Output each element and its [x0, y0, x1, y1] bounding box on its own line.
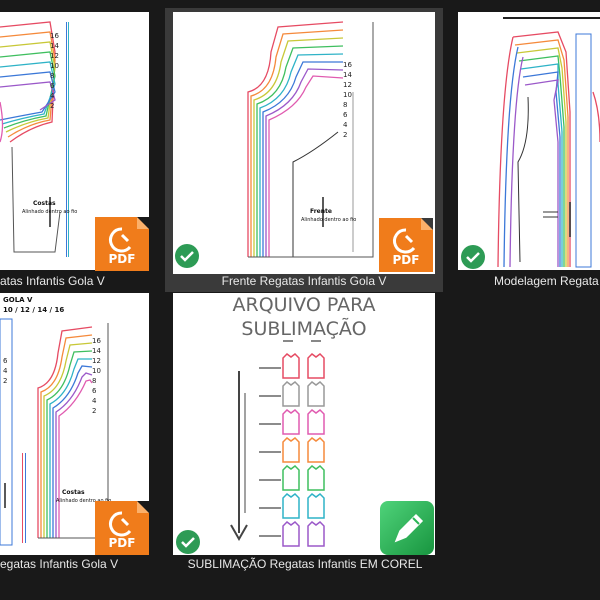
file-name-label: Frente Regatas Infantis Gola V [221, 274, 387, 288]
sublimation-layout-drawing [230, 340, 325, 547]
file-tile-modelagem[interactable]: Modelagem Regata [455, 0, 600, 295]
pattern-drawing-regatas [0, 318, 109, 546]
file-name-label: SUBLIMAÇÃO Regatas Infantis EM COREL [187, 557, 423, 571]
pattern-drawing-front [247, 21, 374, 258]
file-name-label: Modelagem Regata [494, 274, 599, 288]
pattern-header-2: 10 / 12 / 14 / 16 [3, 306, 65, 314]
pattern-drawing-back [0, 21, 69, 257]
back-sublabel: Alinhado dentro ao fio [56, 498, 112, 504]
synced-check-icon [176, 530, 200, 554]
coreldraw-pencil-icon [380, 501, 434, 555]
front-label: Frente [310, 208, 332, 215]
back-label: Costas [62, 489, 85, 496]
pdf-icon: PDF [379, 218, 433, 272]
sublimation-title-line-2: SUBLIMAÇÃO [241, 318, 367, 340]
synced-check-icon [461, 245, 485, 269]
thumbnail-modelagem [458, 12, 600, 270]
sublimation-title-line-1: ARQUIVO PARA [232, 294, 376, 316]
pdf-icon: PDF [95, 501, 149, 555]
file-name-label: atas Infantis Gola V [0, 274, 105, 288]
front-sublabel: Alinhado dentro ao fio [301, 217, 357, 223]
back-sublabel: Alinhado dentro ao fio [22, 209, 78, 215]
pdf-icon: PDF [95, 217, 149, 271]
file-name-label: egatas Infantis Gola V [0, 557, 119, 571]
back-label: Costas [33, 200, 56, 207]
pattern-header-1: GOLA V [3, 296, 33, 304]
file-tile-sublimacao[interactable]: ARQUIVO PARA SUBLIMAÇÃO [170, 293, 440, 583]
pattern-drawing-modelagem [497, 17, 600, 268]
synced-check-icon [175, 244, 199, 268]
